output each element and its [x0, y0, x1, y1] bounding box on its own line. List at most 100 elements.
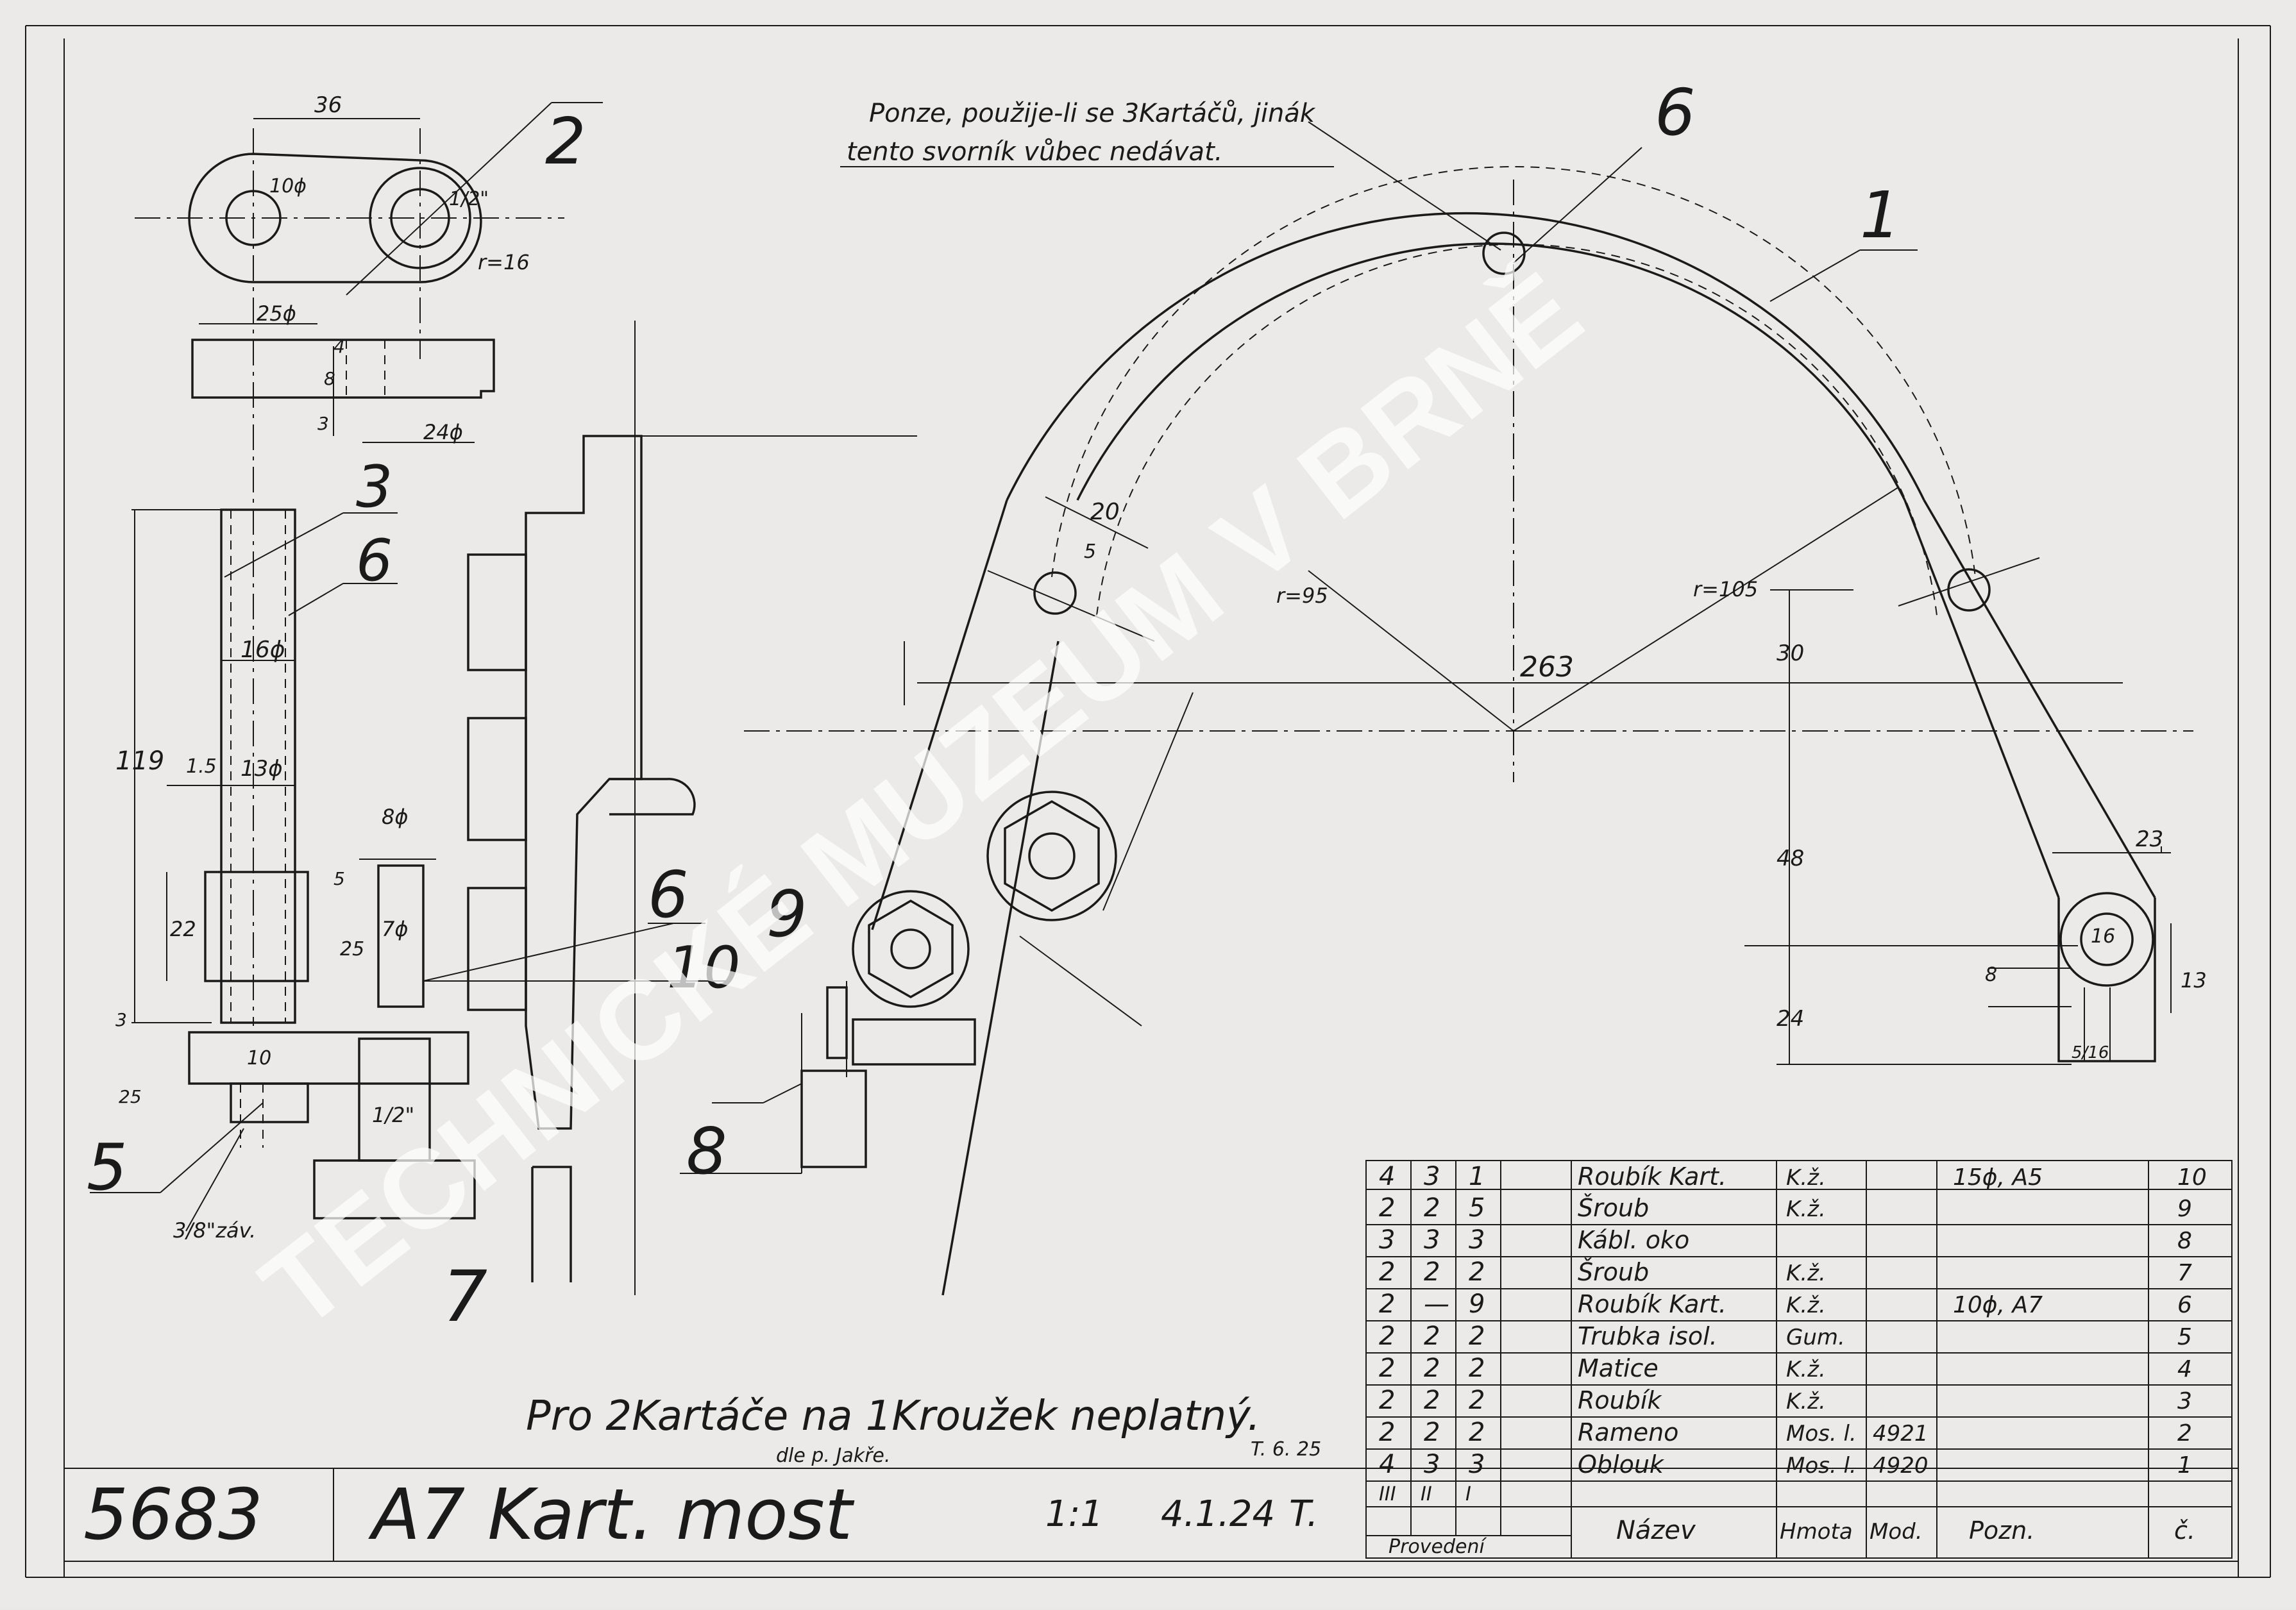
parts-table-cell-c1: 1: [1469, 1162, 1485, 1191]
dim-1-2: 1/2": [449, 188, 489, 210]
parts-table-cell-material: K.ž.: [1786, 1165, 1826, 1191]
dim-7: 7ϕ: [382, 917, 408, 941]
parts-table-cell-material: Mos. l.: [1786, 1453, 1857, 1479]
dim-10-b: 10: [247, 1047, 271, 1069]
parts-table-cell-c3: 2: [1379, 1193, 1395, 1223]
parts-table-cell-model: 4920: [1873, 1453, 1929, 1479]
dim-25-c: 25: [119, 1086, 142, 1107]
parts-table-cell-c2: 3: [1424, 1162, 1440, 1191]
arm-side-section: [191, 339, 495, 436]
parts-table-cell-name: Trubka isol.: [1578, 1322, 1718, 1350]
dim-1-2-b: 1/2": [372, 1103, 414, 1127]
parts-table-cell-model: 4921: [1873, 1421, 1929, 1446]
dim-13: 13ϕ: [241, 756, 283, 782]
dim-5: 5: [333, 868, 345, 889]
part-label-8: 8: [686, 1114, 727, 1189]
part-label-5: 6: [356, 527, 393, 594]
dim-22: 22: [170, 917, 196, 941]
parts-table-cell-c2: 2: [1424, 1418, 1440, 1447]
parts-table-cell-c2: 3: [1424, 1225, 1440, 1255]
arch-view: [744, 121, 2193, 1296]
dim-5-16: 5/16: [2072, 1043, 2109, 1062]
dim-24-b: 24: [1777, 1006, 1804, 1032]
bracket-section: [467, 321, 917, 1295]
part-label-9: 9: [766, 876, 807, 952]
part-label-2: 2: [545, 104, 586, 179]
parts-table-cell-name: Šroub: [1578, 1258, 1649, 1286]
dim-3-b: 3: [115, 1009, 127, 1030]
parts-table-cell-material: K.ž.: [1786, 1196, 1826, 1222]
part-label-4: 5: [87, 1130, 128, 1205]
parts-table-cell-note: 15ϕ, A5: [1953, 1164, 2043, 1191]
note-bottom-sub: dle p. Jakře.: [776, 1445, 890, 1467]
parts-table-cell-c3: 4: [1379, 1450, 1395, 1479]
variant-i: I: [1465, 1483, 1471, 1505]
parts-table-cell-c2: 2: [1424, 1321, 1440, 1351]
parts-table-cell-name: Kábl. oko: [1578, 1226, 1689, 1254]
part-label-6-left: 6: [648, 857, 689, 932]
dim-48: 48: [1777, 846, 1804, 871]
parts-table-cell-pos: 3: [2177, 1388, 2192, 1414]
dim-r105: r=105: [1693, 577, 1758, 601]
table-footer-hmota: Hmota: [1780, 1519, 1853, 1545]
dim-8-phi: 8ϕ: [382, 805, 408, 829]
parts-table-cell-c2: —: [1424, 1289, 1449, 1319]
parts-table-cell-pos: 9: [2177, 1196, 2192, 1222]
parts-table-cell-material: K.ž.: [1786, 1389, 1826, 1414]
dim-13-b: 13: [2181, 968, 2207, 993]
drawing-scale: 1:1: [1045, 1493, 1103, 1535]
parts-table-cell-c1: 5: [1469, 1193, 1485, 1223]
drawing-title: A7 Kart. most: [368, 1473, 855, 1555]
dim-23: 23: [2136, 826, 2163, 852]
dim-r95: r=95: [1276, 583, 1328, 608]
title-block: [64, 1468, 2238, 1562]
parts-table-cell-c1: 3: [1469, 1225, 1485, 1255]
parts-table-cell-pos: 5: [2177, 1324, 2192, 1350]
parts-table-cell-name: Roubík Kart.: [1578, 1162, 1726, 1191]
parts-table-cell-pos: 10: [2177, 1164, 2207, 1191]
parts-table-cell-pos: 1: [2177, 1452, 2192, 1479]
dim-36: 36: [314, 92, 342, 118]
parts-table-cell-name: Roubík: [1578, 1386, 1662, 1414]
parts-table-cell-material: K.ž.: [1786, 1293, 1826, 1318]
part-label-10: 10: [667, 934, 741, 1002]
dim-20: 20: [1090, 499, 1120, 525]
parts-table-cell-c2: 2: [1424, 1354, 1440, 1383]
note-bottom-date: T. 6. 25: [1251, 1438, 1321, 1461]
parts-table-cell-name: Roubík Kart.: [1578, 1290, 1726, 1318]
parts-table-cell-c3: 2: [1379, 1257, 1395, 1287]
parts-table-cell-c2: 3: [1424, 1450, 1440, 1479]
dim-4: 4: [333, 336, 345, 357]
parts-table-cell-c3: 2: [1379, 1321, 1395, 1351]
note-top-line-2: tento svorník vůbec nedávat.: [847, 137, 1222, 167]
drawing-date: 4.1.24: [1161, 1493, 1275, 1535]
dim-1-5: 1.5: [186, 755, 217, 778]
parts-table-cell-c1: 2: [1469, 1321, 1485, 1351]
table-footer-nazev: Název: [1616, 1516, 1696, 1545]
part-label-7: 7: [443, 1255, 487, 1337]
note-top-line-1: Ponze, použije-li se 3Kartáčů, jinák: [869, 99, 1316, 128]
parts-table-cell-c3: 4: [1379, 1162, 1395, 1191]
parts-table-cell-c3: 2: [1379, 1289, 1395, 1319]
dim-30: 30: [1777, 641, 1804, 666]
part-label-3: 3: [356, 453, 393, 521]
dim-5-b: 5: [1084, 541, 1096, 563]
table-footer-c: č.: [2174, 1516, 2195, 1545]
parts-table-cell-pos: 8: [2177, 1228, 2192, 1254]
parts-table-cell-c2: 2: [1424, 1386, 1440, 1415]
parts-table-cell-pos: 2: [2177, 1420, 2192, 1446]
dim-8-b: 8: [1985, 964, 1997, 986]
parts-table-cell-material: Mos. l.: [1786, 1421, 1857, 1446]
parts-table-cell-note: 10ϕ, A7: [1953, 1292, 2043, 1318]
parts-table-cell-c1: 2: [1469, 1418, 1485, 1447]
dim-25: 25ϕ: [257, 301, 296, 326]
parts-table-cell-pos: 6: [2177, 1292, 2192, 1318]
dim-24: 24ϕ: [423, 420, 463, 444]
parts-table-cell-pos: 7: [2177, 1260, 2192, 1286]
table-footer-provedeni: Provedení: [1389, 1536, 1487, 1558]
dim-8: 8: [324, 368, 335, 389]
dim-3: 3: [317, 413, 329, 434]
parts-table-cell-c1: 3: [1469, 1450, 1485, 1479]
dim-25-b: 25: [340, 938, 364, 960]
